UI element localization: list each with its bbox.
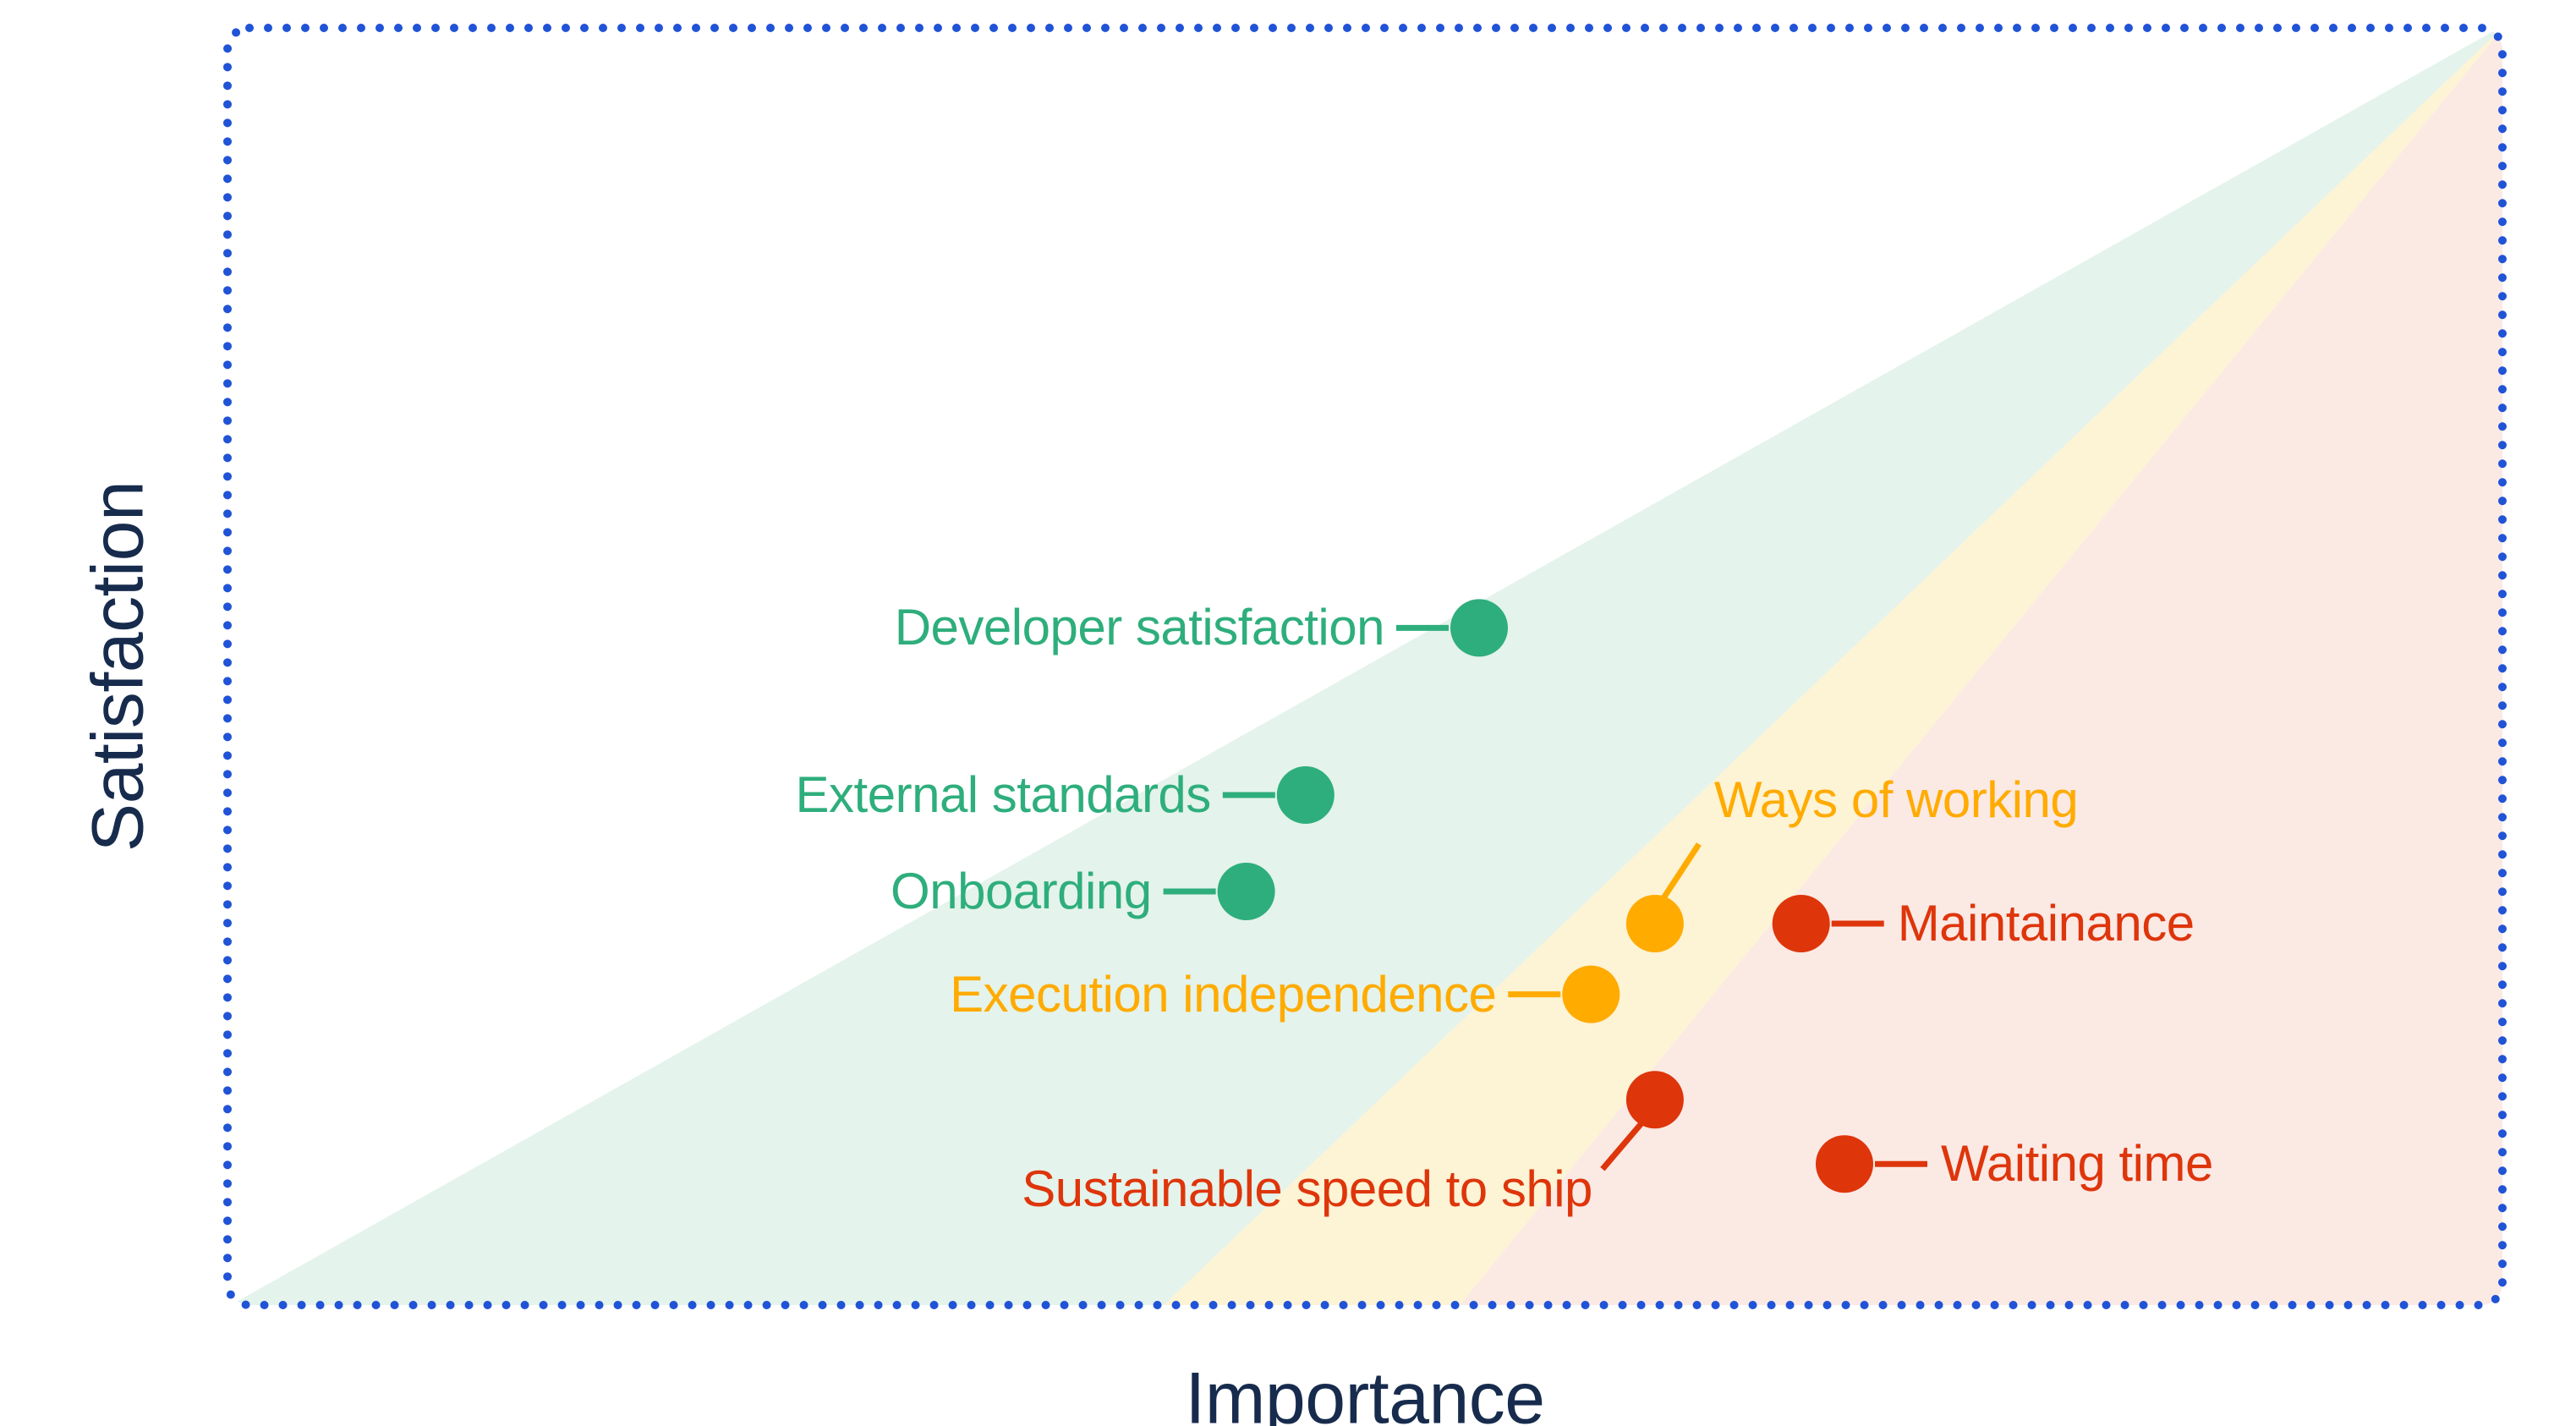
connector-line — [1600, 1121, 1644, 1171]
point-dot — [1562, 965, 1620, 1023]
region-red-needs-attention — [1456, 28, 2502, 1305]
y-axis-label: Satisfaction — [77, 480, 159, 853]
point-dot — [1625, 895, 1684, 952]
point-dot — [1772, 895, 1830, 952]
point-dot — [1816, 1135, 1873, 1193]
point-dot — [1625, 1071, 1684, 1129]
point-dot — [1450, 599, 1508, 657]
point-dot — [1276, 766, 1335, 824]
region-amber-watch — [1159, 28, 2502, 1305]
plot-canvas — [223, 24, 2507, 1309]
connector-line — [1660, 842, 1702, 900]
dotted-frame — [223, 24, 2507, 1309]
point-dot — [1217, 863, 1275, 920]
region-green-high-satisfaction — [227, 28, 2502, 1305]
x-axis-label: Importance — [1185, 1357, 1545, 1426]
point-marks — [1163, 599, 1927, 1193]
quadrant-regions — [227, 28, 2502, 1305]
